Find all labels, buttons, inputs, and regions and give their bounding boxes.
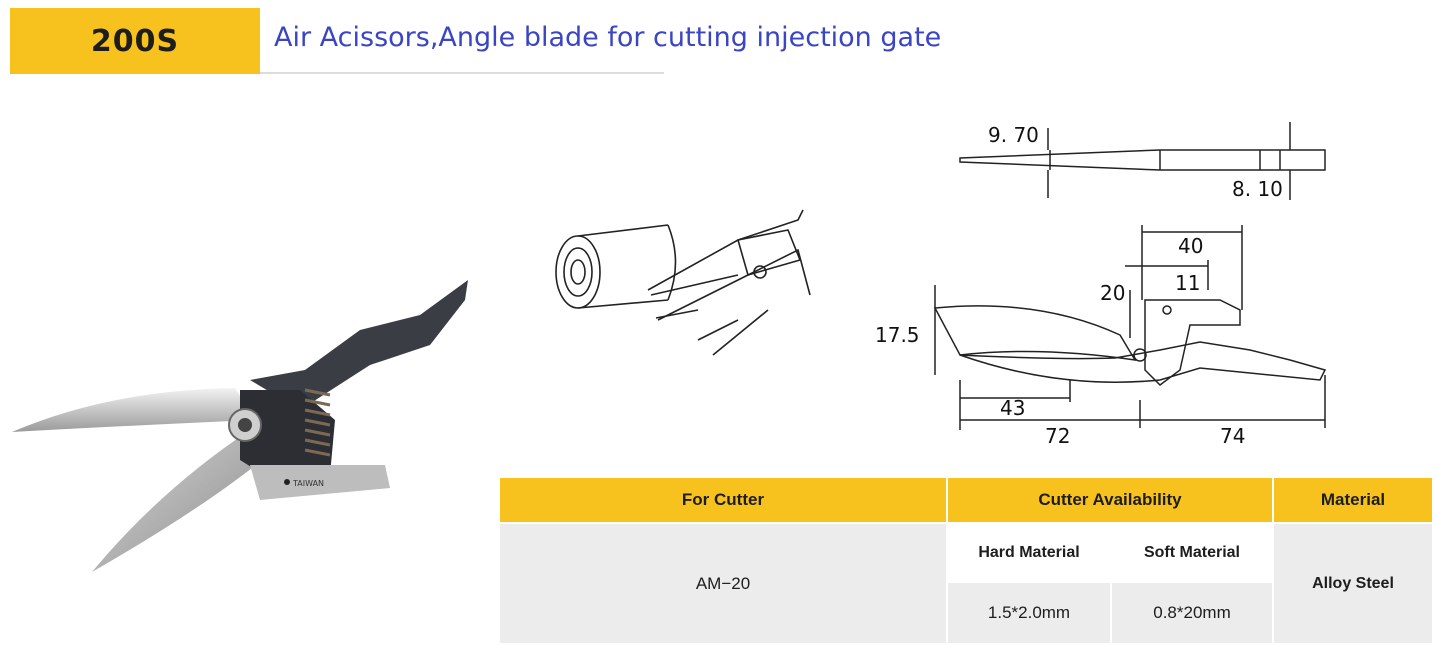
- title-underline: [260, 72, 664, 74]
- soft-material-label: Soft Material: [1112, 524, 1272, 581]
- dim-20: 20: [1100, 281, 1125, 305]
- dim-43: 43: [1000, 396, 1025, 420]
- spec-table: For Cutter Cutter Availability Material …: [500, 478, 1432, 643]
- material-value: Alloy Steel: [1274, 524, 1432, 643]
- model-badge: 200S: [10, 8, 260, 74]
- dim-40: 40: [1178, 234, 1203, 258]
- header-material: Material: [1274, 478, 1432, 522]
- model-number: 200S: [90, 23, 180, 59]
- header-availability: Cutter Availability: [948, 478, 1272, 522]
- dim-74: 74: [1220, 424, 1245, 448]
- dim-11: 11: [1175, 271, 1200, 295]
- soft-material-value: 0.8*20mm: [1112, 583, 1272, 643]
- cutter-cell: AM−20: [500, 524, 946, 643]
- dimension-drawing: 9. 70 8. 10 40 20 11 17.5 43 72 74: [875, 122, 1327, 448]
- dim-810: 8. 10: [1232, 177, 1283, 201]
- dim-72: 72: [1045, 424, 1070, 448]
- dim-970: 9. 70: [988, 123, 1039, 147]
- usage-sketch: [555, 209, 811, 356]
- dim-175: 17.5: [875, 323, 920, 347]
- product-title: Air Acissors,Angle blade for cutting inj…: [274, 22, 942, 53]
- hard-material-label: Hard Material: [948, 524, 1110, 581]
- header-for-cutter: For Cutter: [500, 478, 946, 522]
- taiwan-stamp: TAIWAN: [292, 479, 324, 488]
- hard-material-value: 1.5*2.0mm: [948, 583, 1110, 643]
- scissors-photo: TAIWAN: [12, 280, 468, 572]
